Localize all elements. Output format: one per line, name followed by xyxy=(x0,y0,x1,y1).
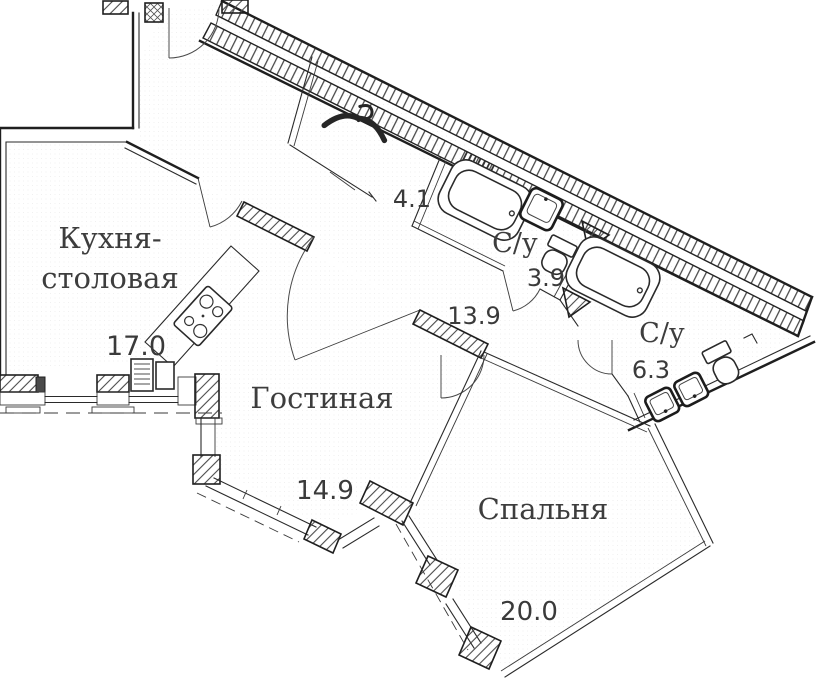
window-band xyxy=(337,517,380,549)
kitchen-label-line2: столовая xyxy=(41,261,179,295)
bedroom-label: Спальня xyxy=(478,492,609,526)
bathtub-icon xyxy=(565,236,661,318)
hall-wall-bar-1 xyxy=(235,200,316,253)
kitchen-area: 17.0 xyxy=(106,331,166,362)
wardrobe-walls xyxy=(287,56,377,202)
room-labels: Кухня- столовая 17.0 Гостиная 14.9 Спаль… xyxy=(41,185,685,627)
bathroom-small-area: 3.9 xyxy=(527,264,565,292)
hallway-area: 4.1 xyxy=(393,185,431,213)
stove-icon xyxy=(173,285,233,347)
kitchen-walls xyxy=(0,126,200,377)
bathroom-small-door-arc xyxy=(502,270,541,312)
corridor-area: 13.9 xyxy=(447,302,500,330)
toilet-icon xyxy=(541,234,578,276)
bathroom-large-door-arc xyxy=(577,339,613,375)
living-door-arc xyxy=(286,236,421,361)
living-bay xyxy=(192,417,415,555)
window-sills xyxy=(0,406,223,425)
sink-icon xyxy=(518,186,564,232)
window-band xyxy=(205,477,317,536)
sink-icon xyxy=(673,371,710,408)
bathroom-large-area: 6.3 xyxy=(632,356,670,384)
living-label: Гостиная xyxy=(250,381,393,415)
bedroom-area: 20.0 xyxy=(500,597,558,627)
bedroom-walls xyxy=(480,351,714,678)
window-band xyxy=(401,515,438,566)
bathroom-large-label: С/у xyxy=(639,318,685,349)
living-bedroom-partition xyxy=(409,350,488,507)
kitchen-door-arc xyxy=(197,177,243,228)
toilet-icon xyxy=(701,340,740,385)
hanger-icon xyxy=(321,104,388,144)
living-area: 14.9 xyxy=(296,476,354,506)
bathtub-icon xyxy=(437,159,533,241)
window-band xyxy=(44,395,179,404)
bathroom-small-label: С/у xyxy=(492,228,538,259)
entry-walls xyxy=(102,0,249,130)
bedroom-bay xyxy=(395,515,503,671)
sink-icon xyxy=(644,386,681,423)
entrance-door-arc xyxy=(168,7,220,59)
kitchen-window-wall xyxy=(0,373,223,425)
kitchen-label-line1: Кухня- xyxy=(58,221,161,255)
kitchen-appliances xyxy=(130,358,175,392)
